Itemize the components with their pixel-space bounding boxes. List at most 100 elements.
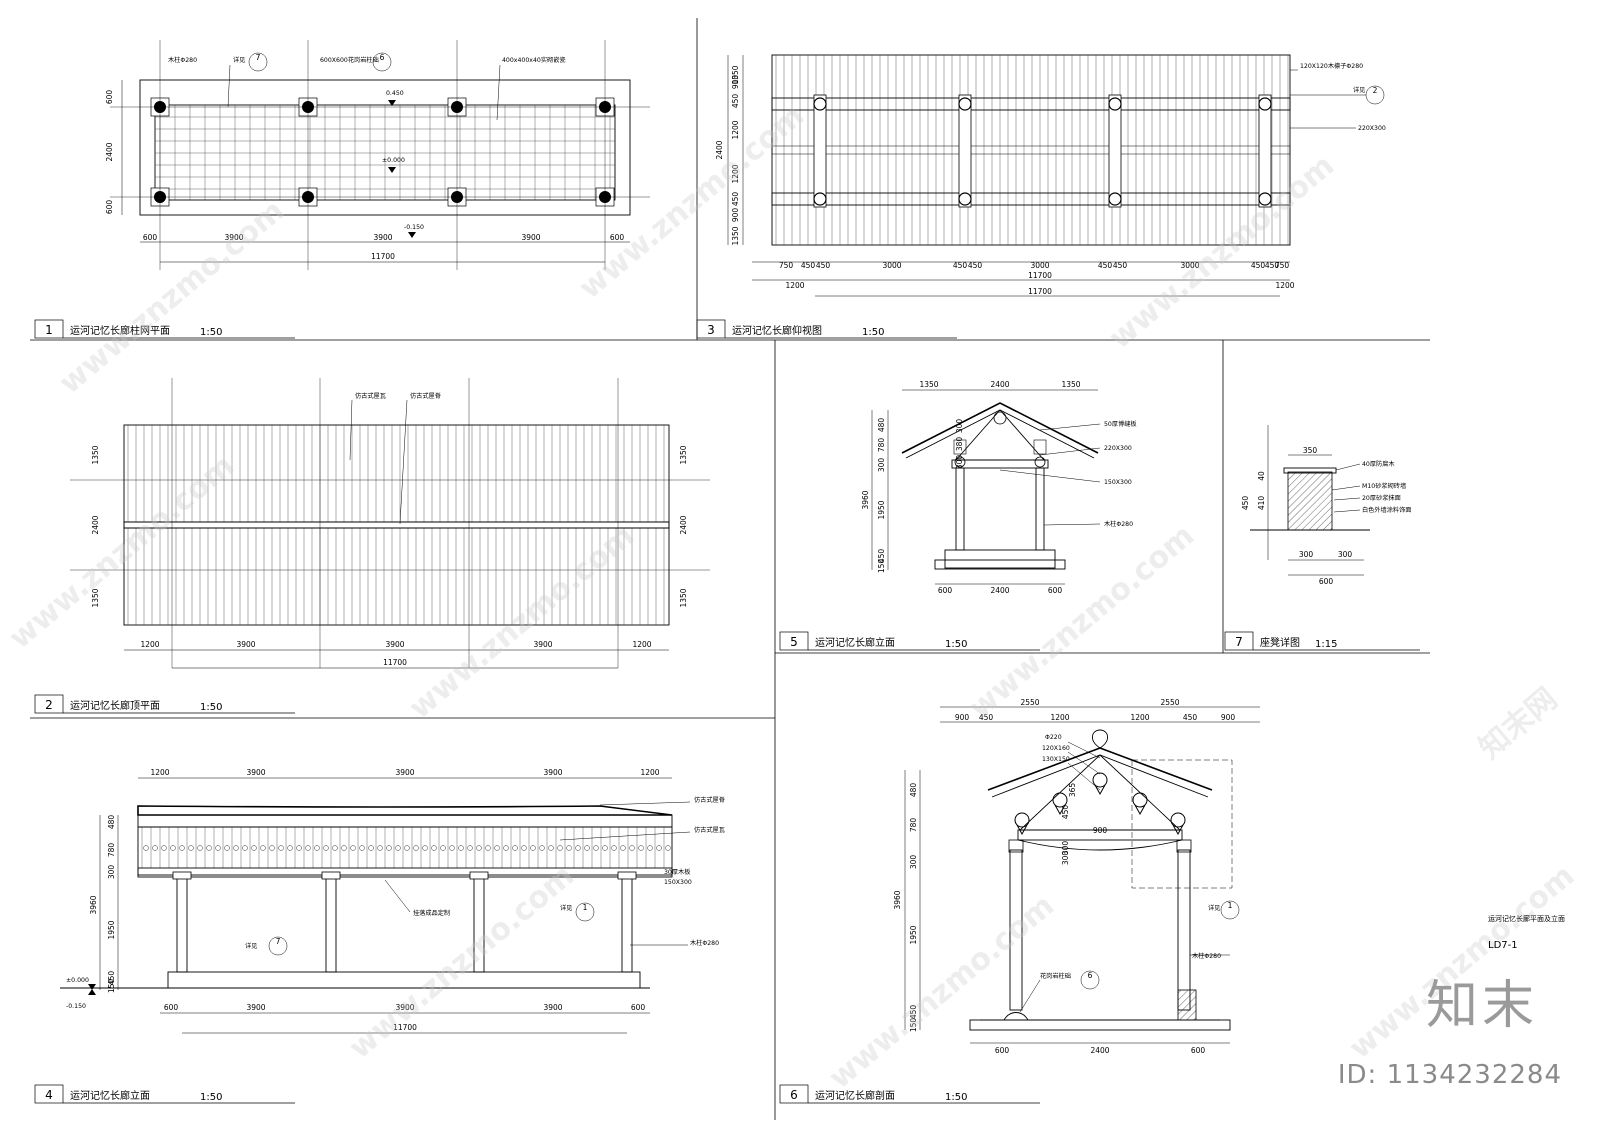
- dim-label: 300: [107, 865, 116, 880]
- dim-label: 3960: [89, 895, 98, 914]
- dim-label: 410: [1257, 496, 1266, 511]
- dim-total: 11700: [371, 252, 395, 261]
- dim-label: 1200: [731, 164, 740, 183]
- dim-label: 600: [1048, 586, 1063, 595]
- dim-label: 2400: [715, 140, 724, 159]
- watermark-text: www.znzmo.com: [53, 193, 291, 401]
- drawing-title: 运河记忆长廊仰视图: [732, 324, 822, 337]
- dim-label: 900: [731, 208, 740, 223]
- dim-label: 600: [1191, 1046, 1206, 1055]
- dim-label: 3900: [521, 233, 540, 242]
- note-text: 130X150: [1042, 756, 1070, 763]
- dim-label: 3900: [224, 233, 243, 242]
- dim-label: 900: [1221, 713, 1236, 722]
- dim-label: 1950: [107, 920, 116, 939]
- dim-label: 150: [107, 979, 116, 994]
- watermark-layer: www.znzmo.com www.znzmo.com www.znzmo.co…: [3, 98, 1581, 1096]
- watermark-text: www.znzmo.com: [403, 518, 641, 726]
- dim-label: 3900: [543, 1003, 562, 1012]
- callout-number: 1: [1228, 901, 1233, 910]
- dim-label: 900: [1093, 826, 1108, 835]
- note-text: 挂落成品定制: [413, 909, 450, 917]
- dim-label: 450: [909, 1005, 918, 1020]
- dim-label: 1350: [731, 226, 740, 245]
- dim-label: 750: [1275, 261, 1290, 270]
- dim-label: 1200: [140, 640, 159, 649]
- rafter-lines: [775, 55, 1289, 245]
- timber-column: [325, 876, 337, 973]
- note-text: 仿古式屋脊: [694, 796, 726, 804]
- note-text: 600X600花岗岩柱础: [320, 56, 379, 64]
- drawing-title: 运河记忆长廊立面: [70, 1089, 150, 1102]
- dim-label: 600: [105, 90, 114, 105]
- dim-label: 1350: [919, 380, 938, 389]
- drawing-number: 6: [790, 1088, 798, 1102]
- detail-callout: [372, 52, 392, 72]
- drawing-7-bench-detail: 350 300 300 600 40 410 450 40厚防腐木 M10砂浆砌…: [1241, 425, 1412, 586]
- detail-callout: [1080, 970, 1100, 990]
- dim-label: 450: [1251, 261, 1266, 270]
- cross-beam: [1108, 94, 1122, 208]
- dim-total: 11700: [383, 658, 407, 667]
- dim-label: 750: [779, 261, 794, 270]
- level-mark: ±0.000: [382, 157, 405, 164]
- dim-label: 150: [909, 1018, 918, 1033]
- dim-label: 300: [955, 419, 964, 434]
- detail-callout: [575, 902, 595, 922]
- dim-label: 3900: [246, 1003, 265, 1012]
- column-markers: [150, 97, 615, 207]
- drawing-5-side-elevation: 1350 2400 1350 600 2400 600 480780300396…: [861, 380, 1137, 595]
- dim-label: 450: [1098, 261, 1113, 270]
- level-mark: ±0.000: [66, 977, 89, 984]
- dim-label: 380: [955, 437, 964, 452]
- note-text: 150X300: [664, 879, 692, 886]
- callout-number: 2: [1373, 86, 1378, 95]
- dim-label: 300: [877, 458, 886, 473]
- dim-label: 3960: [861, 490, 870, 509]
- dim-label: 3000: [882, 261, 901, 270]
- note-text: 50厚博缝板: [1104, 420, 1137, 428]
- dim-label: 450: [1183, 713, 1198, 722]
- timber-column: [176, 876, 188, 973]
- column: [1258, 192, 1272, 206]
- dim-label: 3900: [543, 768, 562, 777]
- dim-label: 450: [1265, 261, 1280, 270]
- column: [813, 97, 827, 111]
- drawing-number: 1: [45, 323, 53, 337]
- note-text: 30厚木板: [664, 868, 690, 876]
- note-text: 120X160: [1042, 745, 1070, 752]
- note-text: 花岗岩柱础: [1040, 972, 1071, 980]
- dim-label: 2400: [105, 142, 114, 161]
- watermark-text: www.znzmo.com: [343, 858, 581, 1066]
- dim-label: 300: [1061, 851, 1070, 866]
- timber-columns: [172, 871, 637, 973]
- drawing-title: 运河记忆长廊顶平面: [70, 699, 160, 712]
- roof-tile-lines: [141, 827, 671, 868]
- sheet-title: 运河记忆长廊平面及立面: [1488, 915, 1565, 923]
- floor-tile-grid: [155, 104, 615, 200]
- note-text: 20厚砂浆抹面: [1362, 494, 1401, 502]
- dim-label: 3000: [1180, 261, 1199, 270]
- dim-label: 1350: [731, 65, 740, 84]
- dim-label: 450: [877, 549, 886, 564]
- dim-label: 2400: [679, 515, 688, 534]
- drawing-title: 运河记忆长廊柱网平面: [70, 324, 170, 337]
- dim-label: 450: [953, 261, 968, 270]
- sheet-code: LD7-1: [1488, 940, 1518, 951]
- note-text: 220X300: [1358, 125, 1386, 132]
- dim-label: 3000: [1030, 261, 1049, 270]
- dim-label: 300: [955, 455, 964, 470]
- drawing-number: 5: [790, 635, 798, 649]
- dim-label: 600: [164, 1003, 179, 1012]
- dim-label: 450: [816, 261, 831, 270]
- dim-label: 600: [631, 1003, 646, 1012]
- detail-callout: [248, 52, 268, 72]
